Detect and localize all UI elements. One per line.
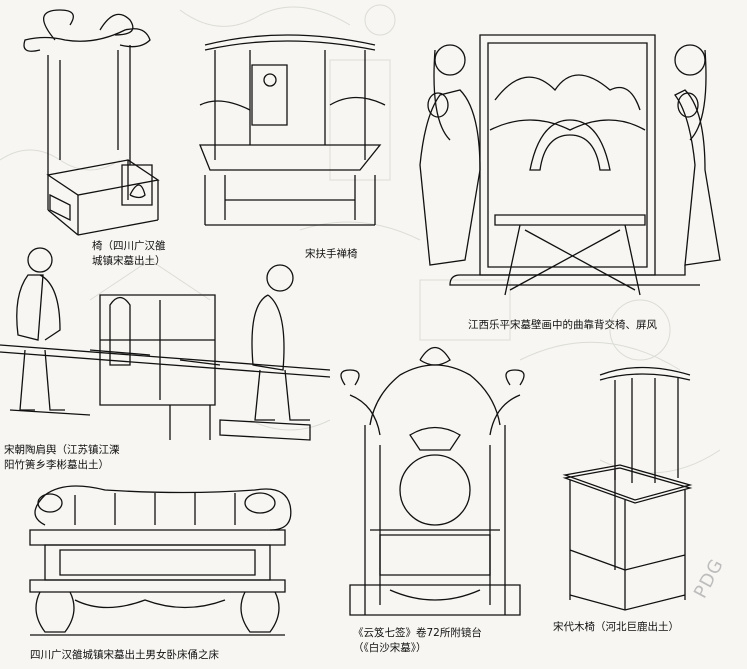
sedan-chair-drawing [0,240,330,455]
caption-wooden-chair-hebei: 宋代木椅（河北巨鹿出土） [553,621,679,633]
chair-sichuan-drawing [10,5,170,240]
caption-tomb-bed: 四川广汉雒城镇宋墓出土男女卧床俑之床 [30,649,219,661]
caption-chair-sichuan-1: 椅（四川广汉雒 [92,240,166,252]
armchair-chan-drawing [190,25,390,240]
caption-sedan-chair-1: 宋朝陶肩舆（江苏镇江溧 [4,444,120,456]
tomb-bed-drawing [15,475,300,645]
wooden-chair-hebei-drawing [560,360,700,615]
caption-chair-sichuan-2: 城镇宋墓出土） [92,255,166,267]
mirror-stand-drawing [330,335,540,625]
caption-mirror-stand-2: （《白沙宋墓》） [353,642,427,654]
caption-armchair-chan: 宋扶手禅椅 [305,248,358,260]
mural-chair-screen-drawing [400,20,740,315]
caption-mural-chair-screen: 江西乐平宋墓壁画中的曲靠背交椅、屏风 [468,319,657,331]
caption-sedan-chair-2: 阳竹箦乡李彬墓出土） [4,459,109,471]
caption-mirror-stand-1: 《云笈七签》卷72所附镜台 [353,627,482,639]
